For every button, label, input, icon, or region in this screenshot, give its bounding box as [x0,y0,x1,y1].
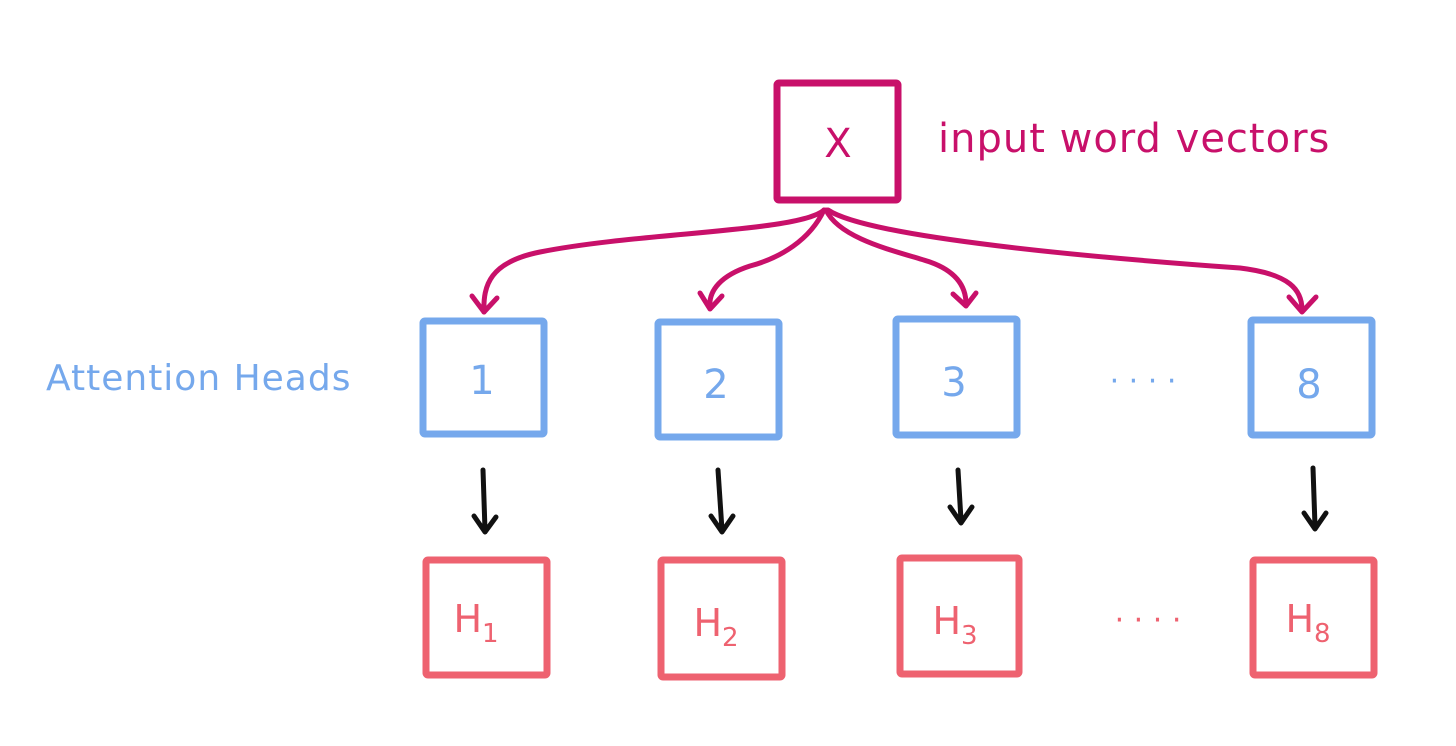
arrow-x-to-head-1 [481,207,827,315]
arrow-x-to-head-8-tip [1286,294,1319,315]
head-box-8 [1247,316,1376,439]
attention-heads-label: Attention Heads [46,358,351,399]
output-label-1-sub: 1 [482,619,499,649]
input-label: input word vectors [938,116,1330,162]
output-label-2: H2 [693,601,738,653]
output-label-1: H1 [453,597,498,649]
arrow-x-to-head-1-tip [469,293,500,315]
output-box-2 [657,556,786,681]
head-box-3 [892,315,1021,439]
down-arrow-2 [708,467,736,535]
arrow-x-to-head-2 [707,207,827,311]
input-to-heads-arrows [469,207,1319,315]
head-label-2: 2 [703,362,728,408]
down-arrow-3 [947,467,975,526]
head-label-3: 3 [941,360,966,406]
output-label-3-base: H [932,599,961,643]
output-box-1 [422,556,551,679]
output-box-3 [896,554,1023,678]
attention-heads [419,315,1376,441]
arrow-x-to-head-3 [823,207,969,307]
output-label-1-base: H [453,597,482,641]
head-box-1 [419,317,548,438]
input-symbol: X [824,121,851,167]
head-label-1: 1 [469,358,494,404]
head-label-8: 8 [1296,362,1321,408]
output-labels: H1 H2 H3 H8 [453,597,1330,653]
output-label-8-base: H [1285,597,1314,641]
output-label-2-sub: 2 [722,623,739,653]
output-label-8: H8 [1285,597,1330,649]
output-label-8-sub: 8 [1314,619,1331,649]
input-box [773,79,902,204]
output-label-2-base: H [693,601,722,645]
down-arrow-8 [1301,465,1329,532]
arrow-x-to-head-8 [825,207,1305,313]
down-arrow-1 [471,467,499,535]
arrow-x-to-head-2-tip [697,290,725,312]
output-heads [422,554,1378,681]
arrow-x-to-head-3-tip [950,290,979,309]
head-box-2 [654,318,783,441]
head-to-output-arrows [471,465,1329,535]
heads-ellipsis: · · · · [1110,364,1177,399]
attention-head-labels: 1 2 3 8 [469,358,1321,408]
output-label-3: H3 [932,599,977,651]
output-label-3-sub: 3 [961,621,978,651]
outputs-ellipsis: · · · · [1115,603,1182,638]
output-box-8 [1249,556,1378,679]
input-node: X [773,79,902,204]
